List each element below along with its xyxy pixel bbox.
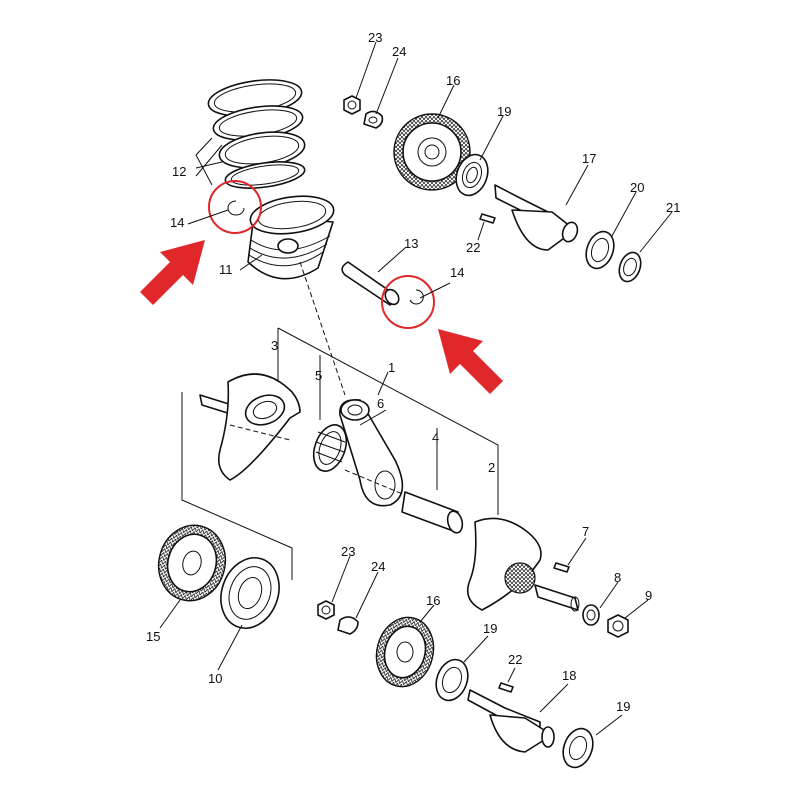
callout-8: 8: [614, 570, 621, 585]
nut-icon: [607, 614, 629, 638]
callout-18: 18: [562, 668, 576, 683]
callout-19-lower: 19: [616, 699, 630, 714]
callout-20: 20: [630, 180, 644, 195]
washer-icon: [582, 604, 600, 626]
bearing-icon: [585, 230, 615, 270]
callout-16-upper: 16: [446, 73, 460, 88]
nut-icon: [317, 600, 335, 620]
callout-19-upper: 19: [497, 104, 511, 119]
primary-gear-icon: [157, 524, 227, 602]
crank-pin-icon: [401, 491, 464, 534]
callout-7: 7: [582, 524, 589, 539]
callout-13: 13: [404, 236, 418, 251]
piston-pin-clip-icon: [227, 200, 245, 216]
callout-14-right: 14: [450, 265, 464, 280]
oil-seal-icon: [618, 251, 642, 283]
assembly-lines: [181, 137, 499, 580]
piston-pin-clip-icon: [409, 289, 424, 305]
callout-24-upper: 24: [392, 44, 406, 59]
leader-lines: [159, 41, 673, 736]
bearing-icon: [455, 153, 489, 197]
bearing-icon: [435, 658, 469, 702]
pin-icon: [479, 213, 496, 224]
woodruff-key-icon: [553, 562, 570, 573]
callout-23-upper: 23: [368, 30, 382, 45]
callout-19-middle: 19: [483, 621, 497, 636]
piston-ring-set-icon: [207, 79, 306, 189]
callout-14-left: 14: [170, 215, 184, 230]
piston-pin-icon: [341, 261, 400, 306]
red-circle-icon: [381, 275, 435, 329]
lock-washer-icon: [363, 110, 384, 129]
piston-icon: [247, 195, 335, 280]
balancer-gear-icon: [375, 616, 435, 688]
connecting-rod-icon: [339, 398, 404, 507]
callout-22-upper: 22: [466, 240, 480, 255]
callout-11: 11: [219, 262, 233, 277]
callout-3: 3: [271, 338, 278, 353]
callout-1: 1: [388, 360, 395, 375]
callout-labels: 1 2 3 4 5 6 7 8 9 10 11 12 13 14 14 15 1…: [146, 30, 680, 714]
callout-21: 21: [666, 200, 680, 215]
needle-bearing-icon: [312, 424, 348, 472]
crankshaft-right-icon: [466, 517, 580, 612]
callout-17: 17: [582, 151, 596, 166]
balancer-gear-icon: [393, 113, 471, 191]
callout-2: 2: [488, 460, 495, 475]
callout-9: 9: [645, 588, 652, 603]
crankshaft-left-icon: [199, 373, 301, 481]
callout-6: 6: [377, 396, 384, 411]
balancer-shaft-icon: [494, 184, 579, 251]
red-arrow-icon: [438, 329, 503, 394]
callout-5: 5: [315, 368, 322, 383]
callout-24-lower: 24: [371, 559, 385, 574]
callout-12: 12: [172, 164, 186, 179]
pin-icon: [498, 682, 514, 693]
lock-washer-icon: [337, 616, 359, 635]
callout-4: 4: [432, 430, 439, 445]
callout-10: 10: [208, 671, 222, 686]
callout-22-lower: 22: [508, 652, 522, 667]
bearing-icon: [562, 727, 594, 769]
nut-icon: [343, 95, 361, 115]
callout-23-lower: 23: [341, 544, 355, 559]
red-circle-icon: [208, 180, 262, 234]
red-arrow-icon: [140, 240, 205, 305]
callout-16-lower: 16: [426, 593, 440, 608]
callout-15: 15: [146, 629, 160, 644]
balancer-shaft-icon: [467, 689, 555, 753]
bearing-icon: [220, 557, 280, 629]
